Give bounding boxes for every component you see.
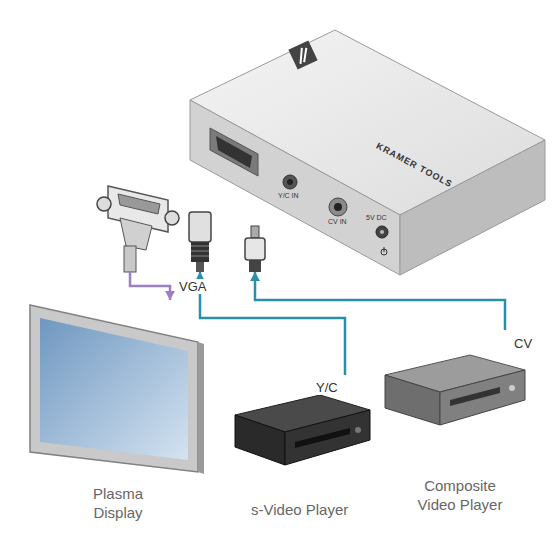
cable-connector xyxy=(130,272,175,300)
composite-plug xyxy=(245,226,265,272)
signal-label: CV xyxy=(512,336,534,351)
converter-box xyxy=(190,30,545,275)
port-label: Y/C IN xyxy=(278,192,299,199)
device-name: Composite Video Player xyxy=(410,476,510,514)
plasma-display xyxy=(30,305,204,474)
cable-connector xyxy=(195,272,345,375)
converter-box: KRAMER TOOLS xyxy=(95,20,550,272)
signal-label: VGA xyxy=(177,279,208,294)
device-name: Plasma Display xyxy=(82,484,154,522)
device-name: s-Video Player xyxy=(251,500,348,519)
port-label: 5V DC xyxy=(366,214,387,221)
player-box: Composite Video Player xyxy=(385,330,535,520)
cable-connector xyxy=(250,272,505,330)
signal-label: Y/C xyxy=(314,380,340,395)
s-video-player xyxy=(235,395,370,465)
s-video-plug xyxy=(189,212,211,272)
brand-name: KRAMER TOOLS xyxy=(375,141,455,190)
composite-video-player xyxy=(385,355,525,425)
display-box: Plasma Display xyxy=(25,300,210,528)
vga-plug xyxy=(97,186,179,272)
port-label: CV IN xyxy=(328,218,347,225)
player-box: s-Video Player xyxy=(220,375,380,525)
